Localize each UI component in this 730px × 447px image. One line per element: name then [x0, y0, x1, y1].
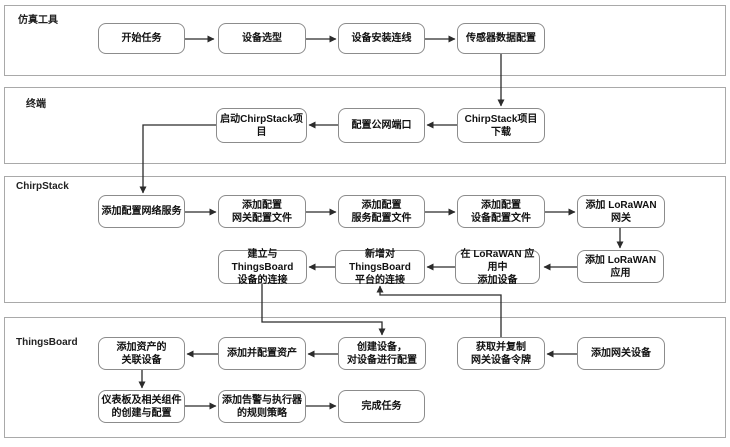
node-add-configure-asset: 添加并配置资产 [218, 337, 306, 370]
node-add-device-profile: 添加配置 设备配置文件 [457, 195, 545, 228]
node-chirpstack-download: ChirpStack项目下载 [457, 108, 545, 143]
node-add-gateway-device: 添加网关设备 [577, 337, 665, 370]
node-sensor-data-config: 传感器数据配置 [457, 23, 545, 54]
node-add-asset-related-device: 添加资产的 关联设备 [98, 337, 185, 370]
lane-label-terminal: 终端 [26, 99, 46, 110]
node-get-copy-gateway-token: 获取并复制 网关设备令牌 [457, 337, 545, 370]
node-establish-thingsboard-device-connection: 建立与ThingsBoard 设备的连接 [218, 249, 307, 286]
node-add-thingsboard-platform-connection: 新增对ThingsBoard 平台的连接 [335, 249, 425, 286]
node-add-lorawan-gateway: 添加 LoRaWAN 网关 [577, 195, 665, 228]
node-add-lorawan-app: 添加 LoRaWAN 应用 [577, 250, 664, 283]
node-add-device-in-lorawan-app: 在 LoRaWAN 应用中 添加设备 [455, 249, 540, 286]
node-add-network-service: 添加配置网络服务 [98, 195, 185, 228]
node-device-selection: 设备选型 [218, 23, 306, 54]
node-create-configure-device: 创建设备， 对设备进行配置 [338, 337, 426, 370]
node-add-alarm-actuator-rules: 添加告警与执行器 的规则策略 [218, 390, 306, 423]
node-start-chirpstack-project: 启动ChirpStack项目 [216, 108, 307, 143]
node-device-install-wiring: 设备安装连线 [338, 23, 425, 54]
lane-label-chirpstack: ChirpStack [16, 181, 69, 192]
lane-label-thingsboard: ThingsBoard [16, 337, 78, 348]
node-start-task: 开始任务 [98, 23, 185, 54]
node-complete-task: 完成任务 [338, 390, 425, 423]
lane-label-simulation-tools: 仿真工具 [18, 15, 58, 26]
node-add-gateway-profile: 添加配置 网关配置文件 [218, 195, 306, 228]
node-dashboard-components-create-config: 仪表板及相关组件 的创建与配置 [98, 390, 185, 423]
node-add-service-profile: 添加配置 服务配置文件 [338, 195, 425, 228]
node-config-public-port: 配置公网端口 [338, 108, 425, 143]
